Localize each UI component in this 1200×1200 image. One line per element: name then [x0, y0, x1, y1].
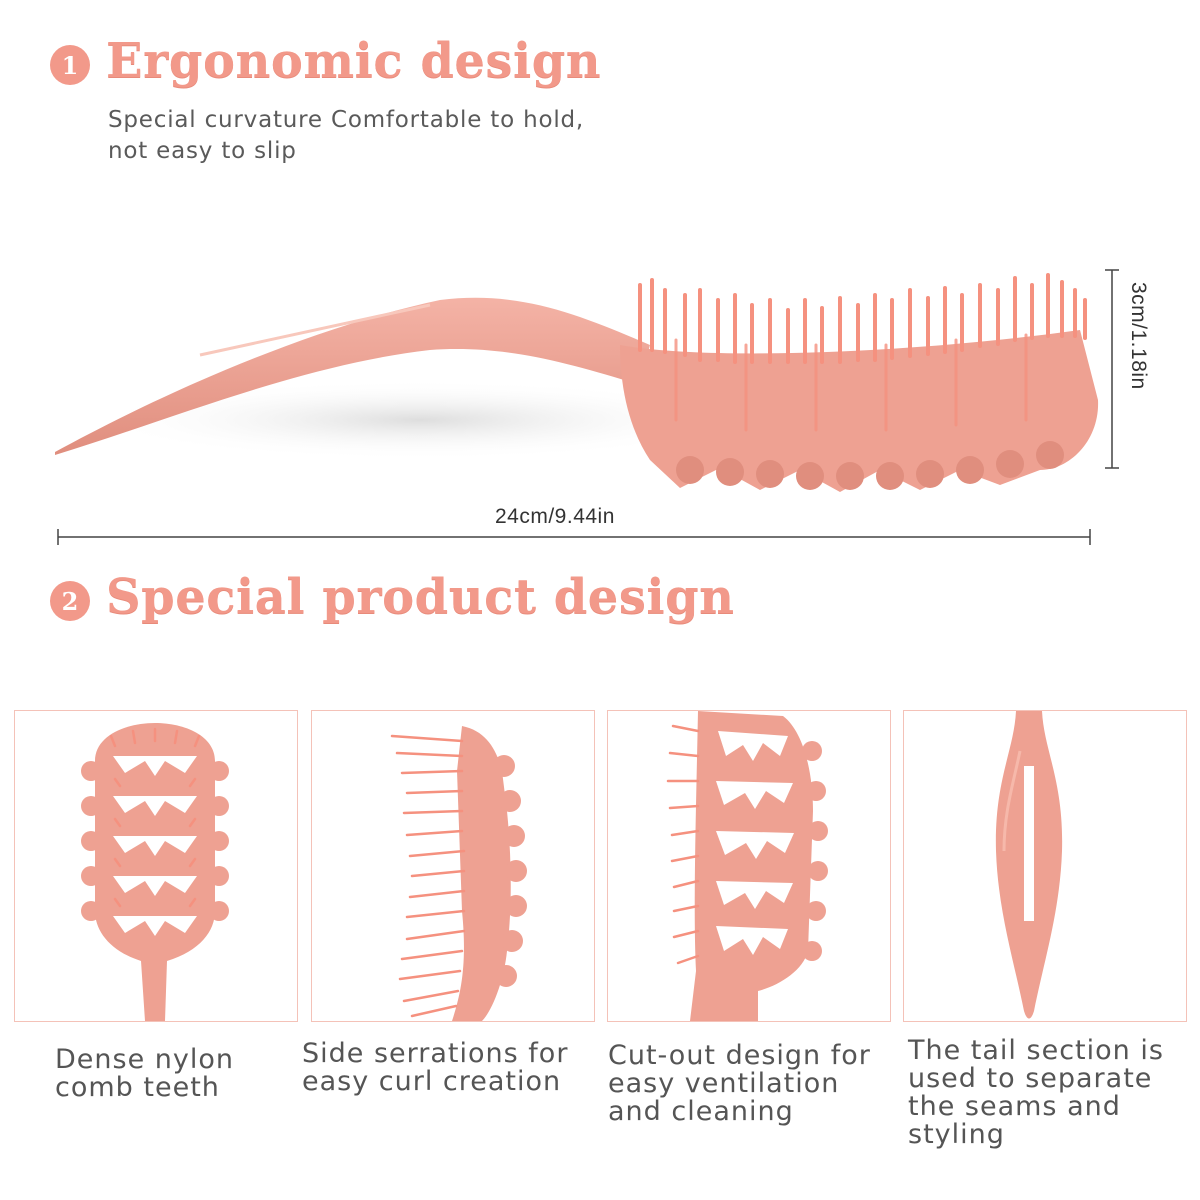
feature-panel-serrations	[311, 710, 595, 1022]
tail-closeup-icon	[995, 711, 1063, 1019]
description-line-2: not easy to slip	[108, 138, 297, 164]
length-label: 24cm/9.44in	[495, 505, 615, 528]
caption-line: Side serrations for	[302, 1038, 569, 1069]
feature-caption-tail: The tail section is used to separate the…	[908, 1037, 1164, 1149]
caption-line: and cleaning	[608, 1096, 794, 1127]
section-2-badge: 2	[50, 581, 90, 621]
section-2-title: Special product design	[106, 569, 735, 625]
caption-line: easy ventilation	[608, 1068, 840, 1099]
side-serrations-closeup-icon	[390, 726, 527, 1021]
height-dimension-line	[1105, 269, 1119, 469]
caption-line: Cut-out design for	[608, 1040, 871, 1071]
feature-caption-serrations: Side serrations for easy curl creation	[302, 1040, 568, 1096]
caption-line: Dense nylon	[55, 1044, 234, 1075]
height-label: 3cm/1.18in	[1127, 282, 1150, 390]
feature-caption-cutout: Cut-out design for easy ventilation and …	[608, 1042, 871, 1126]
feature-panel-cutout	[607, 710, 891, 1022]
cutout-closeup-icon	[666, 711, 828, 1021]
section-1-description: Special curvature Comfortable to hold, n…	[108, 105, 584, 167]
section-1-title: Ergonomic design	[106, 33, 602, 89]
serration-shading	[676, 441, 1064, 490]
feature-caption-teeth: Dense nylon comb teeth	[55, 1046, 234, 1102]
caption-line: comb teeth	[55, 1072, 220, 1103]
comb-teeth-closeup-icon	[81, 723, 229, 1021]
caption-line: The tail section is	[908, 1035, 1164, 1066]
caption-line: easy curl creation	[302, 1066, 562, 1097]
caption-line: used to separate	[908, 1063, 1153, 1094]
length-dimension-line	[57, 529, 1091, 545]
feature-panel-tail	[903, 710, 1187, 1022]
caption-line: styling	[908, 1119, 1005, 1150]
feature-panel-teeth	[14, 710, 298, 1022]
caption-line: the seams and	[908, 1091, 1121, 1122]
section-1-badge: 1	[50, 45, 90, 85]
description-line-1: Special curvature Comfortable to hold,	[108, 107, 585, 133]
brush-side-view-image	[55, 269, 1119, 545]
bristles	[638, 273, 1087, 364]
